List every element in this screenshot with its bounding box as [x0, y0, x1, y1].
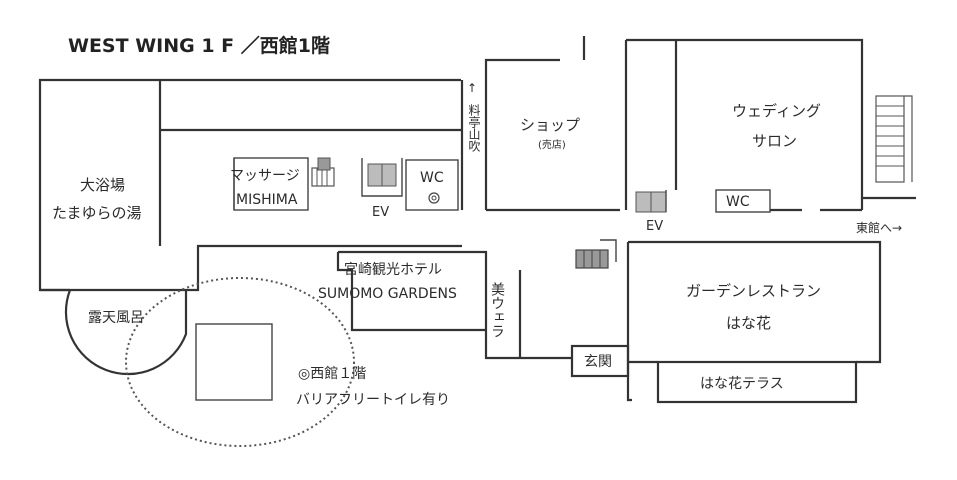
accessible-toilet-icon [428, 192, 440, 204]
outdoor-bath-wall [64, 289, 188, 376]
garden-restaurant-wall-2 [628, 240, 882, 364]
wedding-subtitle: サロン [752, 132, 797, 150]
bivera-label: 美ウェラ [489, 282, 505, 338]
massage-label: マッサージ [230, 168, 300, 184]
garden-restaurant-subtitle: はな花 [726, 314, 771, 332]
bivera-wall [484, 270, 572, 360]
wedding-salon-wall [626, 38, 916, 200]
barrier-free-note-text: バリアフリートイレ有り [296, 392, 450, 408]
stairs-icon [311, 157, 335, 187]
outdoor-bath-label: 露天風呂 [88, 310, 144, 326]
ev-east-label: EV [646, 219, 663, 234]
ryotei-label: 料亭山吹 [467, 104, 481, 152]
map-title: WEST WING 1 F ／西館1階 [68, 34, 330, 57]
ev-west-label: EV [372, 205, 389, 220]
stairs-icon [575, 239, 617, 269]
stairs-icon [875, 95, 913, 183]
wc-west-label: WC [420, 170, 444, 186]
garden-restaurant-wall [626, 242, 632, 402]
wedding-label: ウェディング [732, 102, 821, 120]
barrier-free-note-title: ◎西館１階 [298, 365, 366, 382]
grand-bath-subtitle: たまゆらの湯 [52, 204, 142, 222]
hotel-top-wall [338, 250, 488, 270]
hotel-label: 宮崎観光ホテル [344, 261, 442, 278]
entrance-label: 玄関 [584, 353, 612, 370]
garden-restaurant-label: ガーデンレストラン [686, 282, 821, 300]
shop-wall [484, 58, 560, 210]
terrace-box [656, 360, 858, 404]
accessible-toilet-icon-inner [431, 195, 437, 201]
wc-east-label: WC [726, 194, 750, 210]
arrow-up-icon: ↑ [467, 81, 477, 95]
east-wing-direction: 東館へ→ [856, 220, 902, 235]
shop-subtitle: (売店) [538, 138, 566, 151]
elevator-east [635, 190, 667, 213]
massage-subtitle: MISHIMA [236, 192, 298, 208]
highlight-circle [125, 277, 355, 447]
hotel-wall [336, 252, 486, 332]
wc-east-room [715, 189, 771, 213]
wc-west-room [405, 159, 459, 211]
elevator-west [361, 158, 403, 197]
shop-label: ショップ [520, 116, 580, 134]
hotel-subtitle: SUMOMO GARDENS [318, 286, 457, 302]
terrace-label: はな花テラス [700, 376, 784, 392]
grand-bath-label: 大浴場 [80, 176, 125, 194]
toilet-building [195, 323, 273, 401]
west-wing-wall [38, 78, 462, 292]
